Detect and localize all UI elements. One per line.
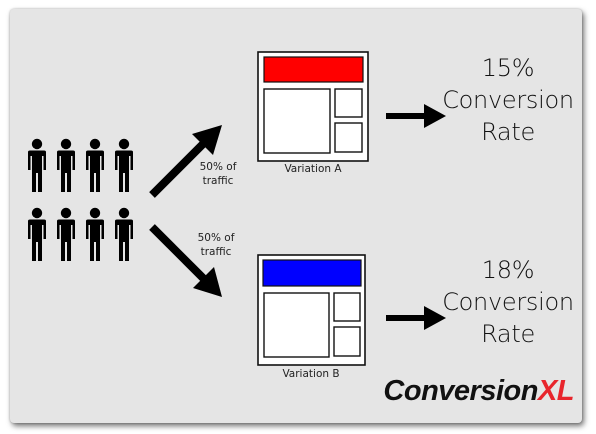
traffic-share-a: 50% of (199, 161, 237, 173)
conversionxl-logo: ConversionXL (383, 374, 574, 408)
variation-b-header-bar (262, 259, 362, 287)
conversion-value-a: 15% (481, 54, 535, 82)
arrow-to-result-a (386, 104, 446, 128)
result-a: 15% Conversion Rate (428, 52, 588, 148)
person-icon (28, 207, 46, 261)
variation-b-page-mockup (257, 254, 366, 366)
traffic-word-b: traffic (200, 246, 232, 258)
people-group (28, 138, 133, 261)
result-b: 18% Conversion Rate (428, 254, 588, 350)
traffic-share-b: 50% of (197, 232, 235, 244)
person-icon (115, 138, 133, 192)
traffic-word-a: traffic (202, 175, 234, 187)
traffic-label-a: 50% of traffic (194, 160, 242, 188)
logo-text-conversion: Conversion (383, 375, 538, 407)
person-icon (28, 138, 46, 192)
arrow-to-variation-a (149, 125, 222, 198)
arrow-to-variation-b (149, 224, 222, 297)
arrow-to-result-b (386, 306, 446, 330)
person-icon (57, 207, 75, 261)
person-icon (86, 138, 104, 192)
rate-word-a: Rate (481, 118, 535, 146)
conversion-word-a: Conversion (442, 86, 574, 114)
person-icon (86, 207, 104, 261)
rate-word-b: Rate (481, 320, 535, 348)
conversion-word-b: Conversion (442, 288, 574, 316)
traffic-label-b: 50% of traffic (192, 231, 240, 259)
person-icon (115, 207, 133, 261)
variation-a-page-mockup (257, 51, 369, 162)
variation-b-label: Variation B (282, 368, 340, 380)
variation-a-header-bar (263, 56, 364, 83)
variation-a-label: Variation A (284, 163, 342, 175)
person-icon (57, 138, 75, 192)
logo-text-xl: XL (537, 375, 575, 407)
conversion-value-b: 18% (481, 256, 535, 284)
